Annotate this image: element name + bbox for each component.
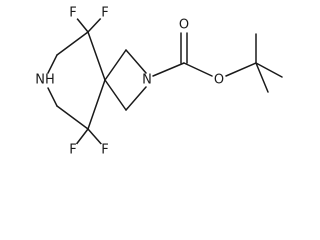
azetidine-nitrogen: N (142, 73, 152, 88)
bond-cf2-top-f-right (87, 15, 104, 33)
bond-ch2-nh-top (47, 54, 58, 74)
atom-label-f: F (69, 143, 76, 158)
bond-spiro-cf2-top (87, 31, 106, 81)
bond-n-ch2-bottom (125, 86, 147, 111)
bond-cquat-methyl-right (255, 62, 283, 78)
bond-n-carbonyl (152, 62, 185, 77)
bonds (47, 15, 283, 147)
bond-spiro-ch2-top (104, 49, 127, 81)
bond-ch2-cf2-bottom (56, 105, 89, 130)
atom-labels: F F F F NH N O O (35, 6, 224, 158)
bond-cf2-top-ch2 (56, 31, 89, 56)
bond-cquat-methyl-bottom (255, 62, 269, 93)
fluorine-top-right: F (98, 6, 112, 21)
ester-oxygen: O (214, 73, 224, 88)
fluorine-top-left: F (66, 6, 80, 21)
bond-cf2-bottom-f-left (74, 128, 89, 147)
fluorine-bottom-right: F (98, 143, 112, 158)
atom-label-f: F (101, 6, 108, 21)
atom-label-f: F (69, 6, 76, 21)
atom-label-o: O (214, 73, 224, 88)
bond-o-ester-cquat (225, 62, 257, 77)
atom-label-o: O (179, 18, 189, 33)
bond-cf2-top-f-left (74, 15, 89, 33)
bond-ch2-top-n (125, 49, 147, 74)
molecule-structure: F F F F NH N O O (35, 6, 283, 158)
carbonyl-oxygen: O (179, 18, 189, 33)
amine-nh: NH (35, 73, 55, 88)
atom-label-n: N (142, 73, 152, 88)
fluorine-bottom-left: F (66, 143, 80, 158)
bond-ch2-bottom-spiro (104, 79, 127, 111)
atom-label-f: F (101, 143, 108, 158)
atom-label-nh: NH (35, 73, 55, 88)
bond-carbonyl-o-ester (183, 62, 213, 77)
bond-nh-ch2-bottom (47, 87, 58, 107)
bond-cf2-bottom-spiro (87, 79, 106, 130)
bond-cf2-bottom-f-right (87, 128, 104, 147)
